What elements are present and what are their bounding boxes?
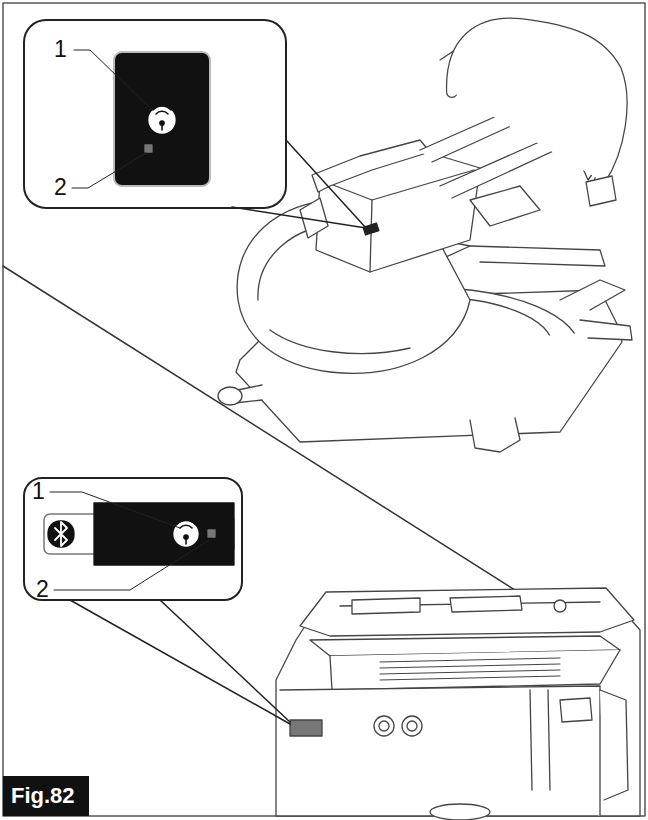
callout-number: 1 bbox=[54, 38, 67, 61]
extractor-callout bbox=[24, 478, 290, 724]
figure-caption: Fig.82 bbox=[3, 776, 89, 816]
callout-number: 2 bbox=[54, 176, 67, 199]
dust-extractor bbox=[276, 588, 640, 820]
saw-callout bbox=[24, 20, 366, 228]
callout-number: 1 bbox=[32, 480, 45, 503]
frame bbox=[3, 3, 645, 816]
callout-number: 2 bbox=[36, 578, 49, 601]
